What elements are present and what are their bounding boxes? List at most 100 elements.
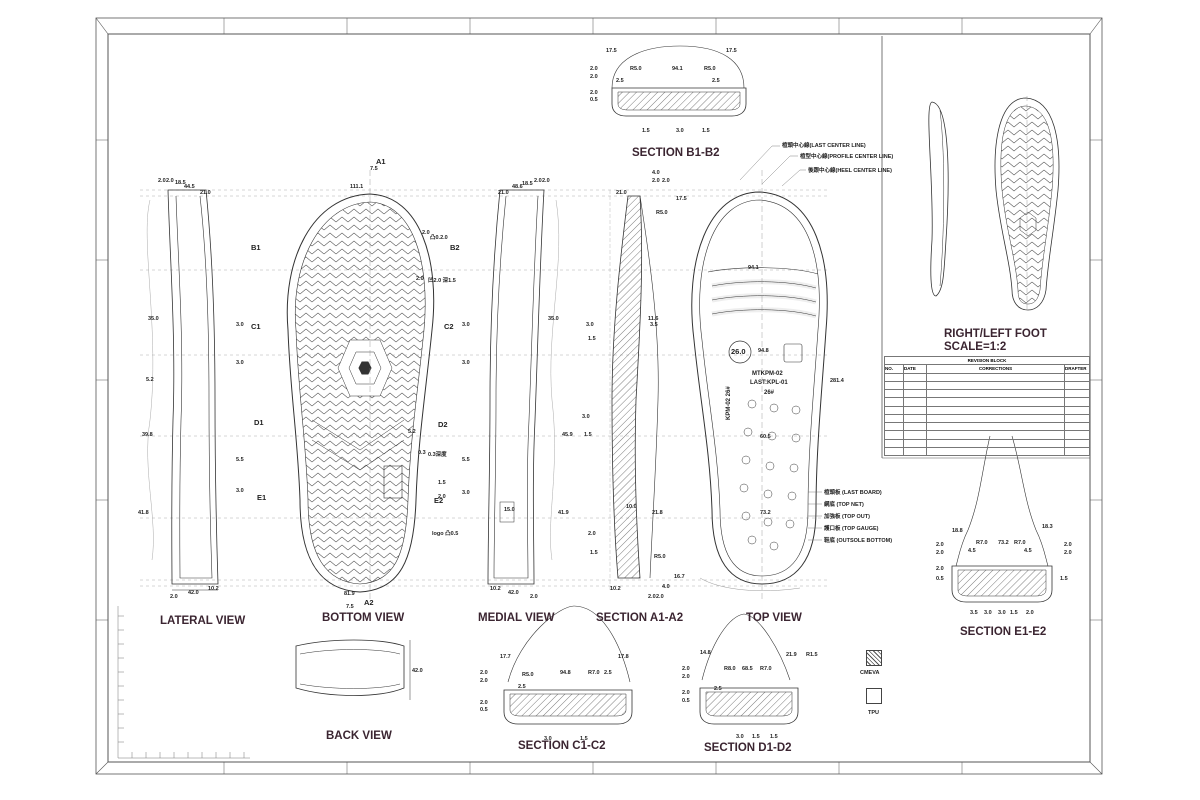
dim-bottom-a2: 7.5	[346, 604, 354, 610]
dim-lateral-side: 41.8	[138, 510, 149, 516]
dim-bottom-note: 0.3深度	[428, 452, 447, 458]
sheet-frame	[95, 17, 1103, 775]
scale-ruler	[117, 606, 250, 759]
cmeva-label: CMEVA	[860, 670, 880, 676]
marker-a1: A1	[376, 157, 386, 166]
dim-medial-side: 15.0	[504, 507, 515, 513]
revision-block-title: REVISION BLOCK	[884, 355, 1090, 366]
dim-medial-top: 18.5	[522, 181, 533, 187]
marker-a2: A2	[364, 598, 374, 607]
dim-bottom-note: 1.5	[438, 480, 446, 486]
dim-sec-d: 1.5	[752, 734, 760, 740]
lateral-view-drawing	[146, 189, 219, 591]
medial-view-title: MEDIAL VIEW	[478, 612, 555, 624]
section-e-drawing	[951, 435, 1053, 603]
revision-row	[884, 430, 1090, 440]
top-view-title: TOP VIEW	[746, 612, 802, 624]
dim-sec-e: 2.0	[1026, 610, 1034, 616]
dim-top-view: 60.5	[760, 434, 771, 440]
dim-sec-d: 2.0	[682, 674, 690, 680]
tpu-label: TPU	[868, 710, 879, 716]
dim-sec-d: 14.8	[700, 650, 711, 656]
revision-row	[884, 438, 1090, 448]
construction-lines	[140, 189, 830, 587]
dim-sec-d: 2.0	[682, 690, 690, 696]
dim-medial-top: 2.0	[534, 178, 542, 184]
dim-sec-e: 3.5	[970, 610, 978, 616]
dim-sec-e: 3.0	[998, 610, 1006, 616]
dim-lateral-side: 3.0	[236, 360, 244, 366]
dim-bottom-width-top: 111.1	[350, 184, 364, 190]
dim-medial-top: 2.0	[542, 178, 550, 184]
dim-lateral-top: 18.5	[175, 180, 186, 186]
marker-b2: B2	[450, 243, 460, 252]
dim-sec-e: 2.0	[1064, 542, 1072, 548]
dim-bottom-a1: 7.5	[370, 166, 378, 172]
last-board-note: 楦頭板 (LAST BOARD)	[824, 490, 882, 496]
section-b-drawing	[611, 45, 747, 117]
dim-sec-a: 4.0	[662, 584, 670, 590]
dim-sec-a: 2.0	[652, 178, 660, 184]
revision-block-frame	[881, 36, 1090, 459]
section-a-title: SECTION A1-A2	[596, 612, 684, 624]
section-d-title: SECTION D1-D2	[704, 742, 792, 754]
dim-lateral-side: 35.0	[148, 316, 159, 322]
right-left-foot-drawing	[928, 96, 1060, 312]
dim-sec-a: 16.7	[674, 574, 685, 580]
profile-center-line-note: 楦型中心線(PROFILE CENTER LINE)	[800, 154, 894, 160]
back-view-title: BACK VIEW	[326, 730, 392, 742]
dim-lateral-bottom: 10.2	[208, 586, 219, 592]
dim-sec-a: 10.0	[626, 504, 637, 510]
marker-d2: D2	[438, 420, 448, 429]
dim-sec-e: 2.0	[936, 542, 944, 548]
dim-sec-e: R7.0	[976, 540, 988, 546]
right-left-foot-title: RIGHT/LEFT FOOT	[944, 328, 1047, 340]
dim-sec-d: R8.0	[724, 666, 736, 672]
dim-bottom-note: 2.0	[438, 494, 446, 500]
marker-e2: E2	[434, 496, 444, 505]
dim-medial-side: 3.0	[462, 322, 470, 328]
dim-sec-c: 3.0	[544, 736, 552, 742]
dim-sec-e: 2.0	[936, 550, 944, 556]
revision-row	[884, 421, 1090, 432]
section-e-title: SECTION E1-E2	[960, 626, 1047, 638]
dim-sec-a: 2.0	[656, 594, 664, 600]
dim-sec-b: 2.0	[590, 74, 598, 80]
section-a-drawing	[609, 190, 659, 590]
revision-row	[884, 372, 1090, 382]
revision-header-no: NO.	[884, 364, 904, 374]
dim-sec-a: 21.8	[652, 510, 663, 516]
dim-medial-side: 5.5	[462, 457, 470, 463]
dim-sec-b: 2.5	[712, 78, 720, 84]
dim-lateral-side: 3.0	[236, 488, 244, 494]
dim-sec-b: 17.5	[726, 48, 737, 54]
dim-back: 42.0	[412, 668, 423, 674]
dim-medial-side: 45.9	[562, 432, 573, 438]
dim-sec-e: R7.0	[1014, 540, 1026, 546]
marker-c1: C1	[251, 322, 261, 331]
dim-top-view: 94.1	[748, 265, 759, 271]
size-badge: 26.0	[731, 347, 746, 356]
dim-sec-b: 1.5	[642, 128, 650, 134]
section-c-drawing	[503, 605, 633, 725]
dim-sec-e: 2.0	[936, 566, 944, 572]
dim-sec-d: 2.0	[682, 666, 690, 672]
dim-lateral-side: 5.5	[236, 457, 244, 463]
dim-sec-b: 2.5	[616, 78, 624, 84]
model-text: MTKPM-02	[752, 371, 783, 377]
dim-sec-a: 1.5	[588, 336, 596, 342]
heel-center-line-note: 後跟中心線(HEEL CENTER LINE)	[808, 168, 892, 174]
section-c-title: SECTION C1-C2	[518, 740, 606, 752]
dim-sec-a: R5.0	[656, 210, 668, 216]
dim-sec-c: 2.5	[604, 670, 612, 676]
size-text: 26#	[764, 390, 775, 396]
dim-bottom-note: 5.2	[408, 429, 416, 435]
dim-sec-d: R7.0	[760, 666, 772, 672]
top-out-note: 加強板 (TOP OUT)	[824, 514, 870, 520]
dim-medial-top: 48.6	[512, 184, 523, 190]
dim-sec-a: 1.5	[590, 550, 598, 556]
last-text: LAST:KPL-01	[750, 380, 788, 386]
dim-sec-c: 2.0	[480, 670, 488, 676]
dim-lateral-side: 5.2	[146, 377, 154, 383]
dim-top-view: 73.2	[760, 510, 771, 516]
